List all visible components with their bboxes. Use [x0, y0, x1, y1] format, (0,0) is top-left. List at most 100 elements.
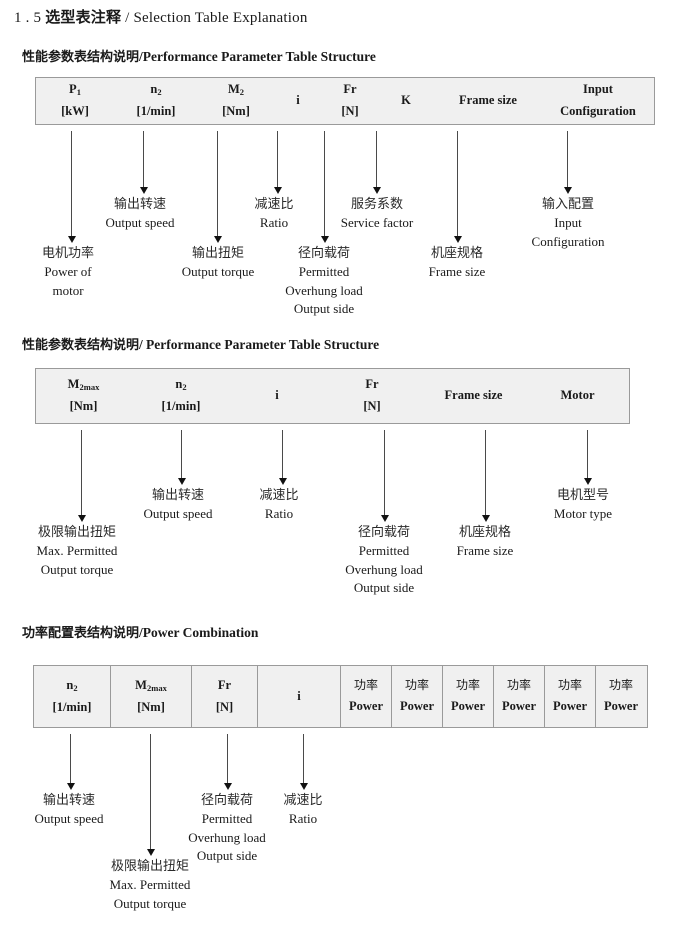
annotation-ratio-1-cn: 减速比 [254, 197, 294, 212]
annotation-input-configuration-en2: Configuration [531, 233, 605, 249]
table-2-col-n2: n2 [1/min] [131, 369, 231, 423]
table-3-col-fr: Fr [N] [191, 666, 257, 727]
table-1-col-fr: Fr [N] [322, 78, 378, 124]
table-1-col-n2-unit: [1/min] [136, 104, 176, 118]
table-2-col-m2max-unit: [Nm] [69, 399, 98, 413]
arrow-to-motor-type [583, 430, 592, 485]
annotation-output-speed-2-en1: Output speed [143, 506, 213, 522]
annotation-output-speed-3-en1: Output speed [34, 811, 104, 827]
annotation-output-torque: 输出扭矩 Output torque [171, 245, 265, 282]
section-2-heading-separator: / [139, 337, 143, 352]
table-2-col-n2-unit: [1/min] [161, 399, 201, 413]
annotation-frame-size-2-en1: Frame size [456, 543, 514, 559]
table-1-col-m2-symbol: M [227, 82, 240, 97]
arrow-to-input-configuration [563, 131, 572, 194]
annotation-motor-type: 电机型号 Motor type [541, 487, 625, 524]
annotation-power-of-motor-en1: Power of [44, 264, 92, 280]
table-3-col-m2max-symbol: M [135, 677, 147, 692]
section-2-heading: 性能参数表结构说明/ Performance Parameter Table S… [22, 334, 379, 353]
arrow-to-frame-size [453, 131, 462, 243]
table-3-col-n2-symbol: n [66, 677, 74, 692]
annotation-max-permitted-output-torque-2-en1: Max. Permitted [36, 543, 118, 559]
table-1-col-n2-subscript: 2 [157, 87, 162, 98]
table-1-col-p1-subscript: 1 [76, 87, 81, 98]
table-2-col-frame-size: Frame size [421, 369, 526, 423]
performance-parameter-table-1: P1 [kW] n2 [1/min] M2 [Nm] i Fr [N] K Fr… [35, 77, 655, 125]
annotation-output-speed-1: 输出转速 Output speed [93, 196, 187, 233]
annotation-output-torque-cn: 输出扭矩 [191, 246, 244, 261]
section-3-heading-separator: / [139, 625, 143, 640]
annotation-power-of-motor-cn: 电机功率 [41, 246, 94, 261]
annotation-permitted-overhung-load-1: 径向载荷 Permitted Overhung load Output side [272, 245, 376, 319]
annotation-ratio-2-cn: 减速比 [259, 488, 299, 503]
annotation-service-factor: 服务系数 Service factor [325, 196, 429, 233]
table-3-col-fr-unit: [N] [215, 699, 234, 714]
annotation-ratio-1-en1: Ratio [259, 215, 289, 231]
table-3-col-power-3-cn: 功率 [455, 678, 480, 693]
table-1-col-p1-unit: [kW] [61, 104, 89, 118]
annotation-power-of-motor-en2: motor [52, 282, 84, 298]
table-3-col-n2-unit: [1/min] [52, 699, 92, 714]
table-3-col-i-symbol: i [297, 688, 301, 703]
table-2-col-m2max: M2max [Nm] [36, 369, 131, 423]
arrow-to-frame-size-2 [481, 430, 490, 522]
table-3-col-power-3: 功率 Power [442, 666, 493, 727]
page-title-number: 1 . 5 [14, 10, 42, 26]
table-1-col-p1: P1 [kW] [36, 78, 114, 124]
annotation-output-speed-3-cn: 输出转速 [42, 793, 95, 808]
annotation-output-speed-1-cn: 输出转速 [113, 197, 166, 212]
arrow-to-output-torque [213, 131, 222, 243]
annotation-frame-size-1: 机座规格 Frame size [412, 245, 502, 282]
table-3-col-n2: n2 [1/min] [34, 666, 110, 727]
table-3-col-power-5: 功率 Power [544, 666, 595, 727]
section-1-heading-chinese: 性能参数表结构说明 [22, 50, 140, 65]
annotation-ratio-2: 减速比 Ratio [248, 487, 310, 524]
annotation-frame-size-2-cn: 机座规格 [458, 525, 511, 540]
page-title: 1 . 5 选型表注释 / Selection Table Explanatio… [14, 6, 308, 27]
table-3-col-power-2-en: Power [399, 699, 434, 714]
table-2-col-m2max-symbol: M [67, 377, 80, 392]
section-2-heading-english: Performance Parameter Table Structure [146, 337, 380, 352]
table-2-col-fr: Fr [N] [323, 369, 421, 423]
table-2-col-i-symbol: i [275, 388, 279, 403]
annotation-frame-size-1-en1: Frame size [428, 264, 486, 280]
arrow-to-ratio-3 [299, 734, 308, 790]
table-1-col-p1-symbol: P [69, 82, 77, 97]
table-2-col-motor: Motor [526, 369, 629, 423]
annotation-permitted-overhung-load-1-en3: Output side [293, 301, 355, 317]
annotation-max-permitted-output-torque-2-en2: Output torque [40, 561, 114, 577]
annotation-output-torque-en1: Output torque [181, 264, 255, 280]
annotation-ratio-2-en1: Ratio [264, 506, 294, 522]
annotation-permitted-overhung-load-3: 径向载荷 Permitted Overhung load Output side [175, 792, 279, 866]
table-1-col-n2-symbol: n [150, 82, 158, 97]
table-3-col-power-6-cn: 功率 [608, 678, 633, 693]
annotation-frame-size-1-cn: 机座规格 [430, 246, 483, 261]
table-1-col-n2: n2 [1/min] [114, 78, 198, 124]
section-3-heading-chinese: 功率配置表结构说明 [22, 626, 140, 641]
table-1-col-input-configuration-line1: Input [583, 82, 613, 97]
table-1-col-k-symbol: K [401, 93, 411, 108]
table-1-col-m2: M2 [Nm] [198, 78, 274, 124]
table-3-col-power-4-cn: 功率 [506, 678, 531, 693]
annotation-service-factor-cn: 服务系数 [350, 197, 403, 212]
annotation-max-permitted-output-torque-3-cn: 极限输出扭矩 [110, 859, 189, 874]
table-1-col-k: K [378, 78, 434, 124]
annotation-max-permitted-output-torque-2: 极限输出扭矩 Max. Permitted Output torque [22, 524, 132, 579]
arrow-to-ratio [273, 131, 282, 194]
annotation-max-permitted-output-torque-2-cn: 极限输出扭矩 [37, 525, 116, 540]
annotation-input-configuration-en1: Input [554, 215, 582, 231]
table-3-col-n2-subscript: 2 [73, 682, 78, 693]
annotation-permitted-overhung-load-2: 径向载荷 Permitted Overhung load Output side [332, 524, 436, 598]
arrow-to-output-speed-3 [66, 734, 75, 790]
annotation-output-speed-2-cn: 输出转速 [151, 488, 204, 503]
page-title-english: Selection Table Explanation [133, 10, 308, 26]
arrow-to-max-permitted-output-torque-2 [77, 430, 86, 522]
table-1-col-m2-subscript: 2 [239, 87, 245, 98]
table-3-col-power-3-en: Power [450, 699, 485, 714]
annotation-permitted-overhung-load-3-en1: Permitted [201, 811, 253, 827]
annotation-power-of-motor: 电机功率 Power of motor [17, 245, 119, 300]
table-3-col-power-6: 功率 Power [595, 666, 646, 727]
annotation-ratio-3-en1: Ratio [288, 811, 318, 827]
annotation-ratio-3-cn: 减速比 [283, 793, 323, 808]
table-3-col-m2max: M2max [Nm] [110, 666, 191, 727]
